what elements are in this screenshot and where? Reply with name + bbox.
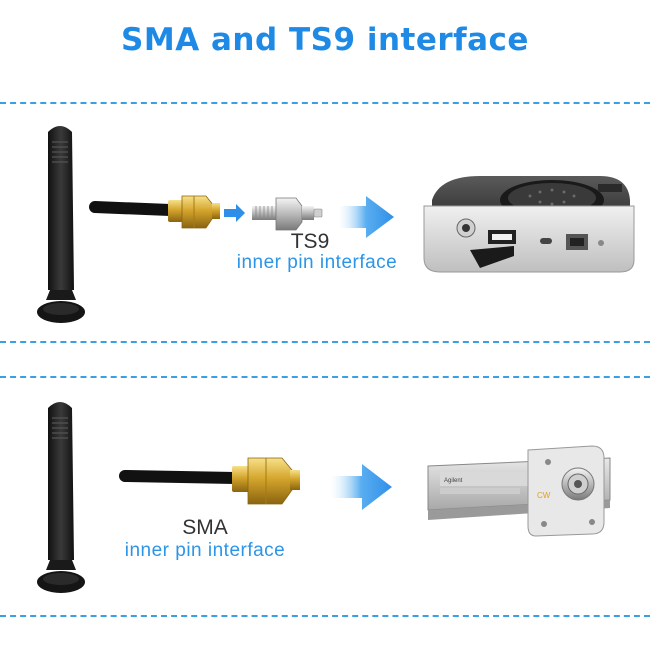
middle-divider-upper (0, 341, 650, 343)
arrow-right-icon (224, 204, 245, 222)
arrow-right-icon (338, 196, 394, 238)
page-title: SMA and TS9 interface (121, 22, 529, 58)
cable (89, 201, 176, 216)
sma-connector-icon (232, 457, 300, 505)
arrow-right-icon (330, 464, 392, 510)
ts9-connector-desc: inner pin interface (236, 252, 398, 273)
attenuator-cw-mark: CW (537, 491, 551, 500)
ts9-adapter-icon (252, 197, 323, 231)
sma-connector-name: SMA (182, 516, 228, 539)
sma-connector-icon (168, 195, 220, 229)
ts9-connector-name: TS9 (290, 230, 330, 253)
middle-divider-lower (0, 376, 650, 378)
antenna-icon (37, 126, 85, 323)
antenna-icon (37, 402, 85, 593)
attenuator-icon: Agilent CW (427, 445, 611, 537)
sma-connector-desc: inner pin interface (124, 540, 286, 561)
top-divider (0, 102, 650, 104)
bottom-divider (0, 615, 650, 617)
attenuator-label: Agilent (444, 478, 463, 484)
router-icon (423, 176, 635, 273)
cable (119, 470, 241, 484)
